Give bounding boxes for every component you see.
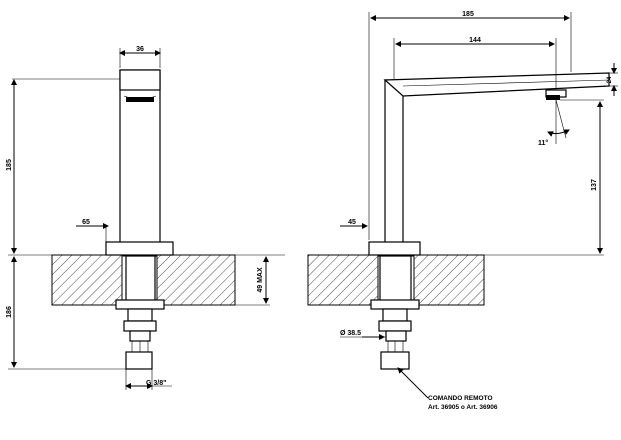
- front-dim-connection: G 3/8": [146, 380, 166, 387]
- callout-line-1: COMANDO REMOTO: [428, 395, 493, 402]
- side-column: [384, 79, 404, 249]
- front-dim-top-width: 36: [136, 46, 144, 53]
- side-base-plate: [368, 241, 421, 256]
- side-view: 185 144 24 11° 137 45 Ø 38.5 COMANDO REM…: [307, 11, 618, 411]
- side-dim-total-length: 185: [462, 11, 474, 18]
- side-dim-outlet-height: 137: [591, 179, 598, 191]
- side-dim-spout-reach: 144: [469, 37, 481, 44]
- side-dim-angle: 11°: [538, 139, 548, 147]
- front-dim-base-width: 65: [82, 219, 90, 226]
- front-dim-below: 186: [6, 306, 13, 318]
- callout-line-2: Art. 36905 o Art. 36906: [428, 404, 498, 411]
- side-dim-spout-height: 24: [607, 76, 613, 83]
- side-dim-diameter: Ø 38.5: [340, 330, 361, 337]
- side-dim-base: 45: [348, 219, 356, 226]
- front-base-plate: [105, 241, 174, 256]
- front-view: 36 185 65 49 MAX 186 G 3/8": [6, 46, 285, 390]
- front-dim-thickness: 49 MAX: [257, 267, 264, 293]
- front-dim-height: 185: [6, 159, 13, 171]
- side-spout: [383, 72, 610, 97]
